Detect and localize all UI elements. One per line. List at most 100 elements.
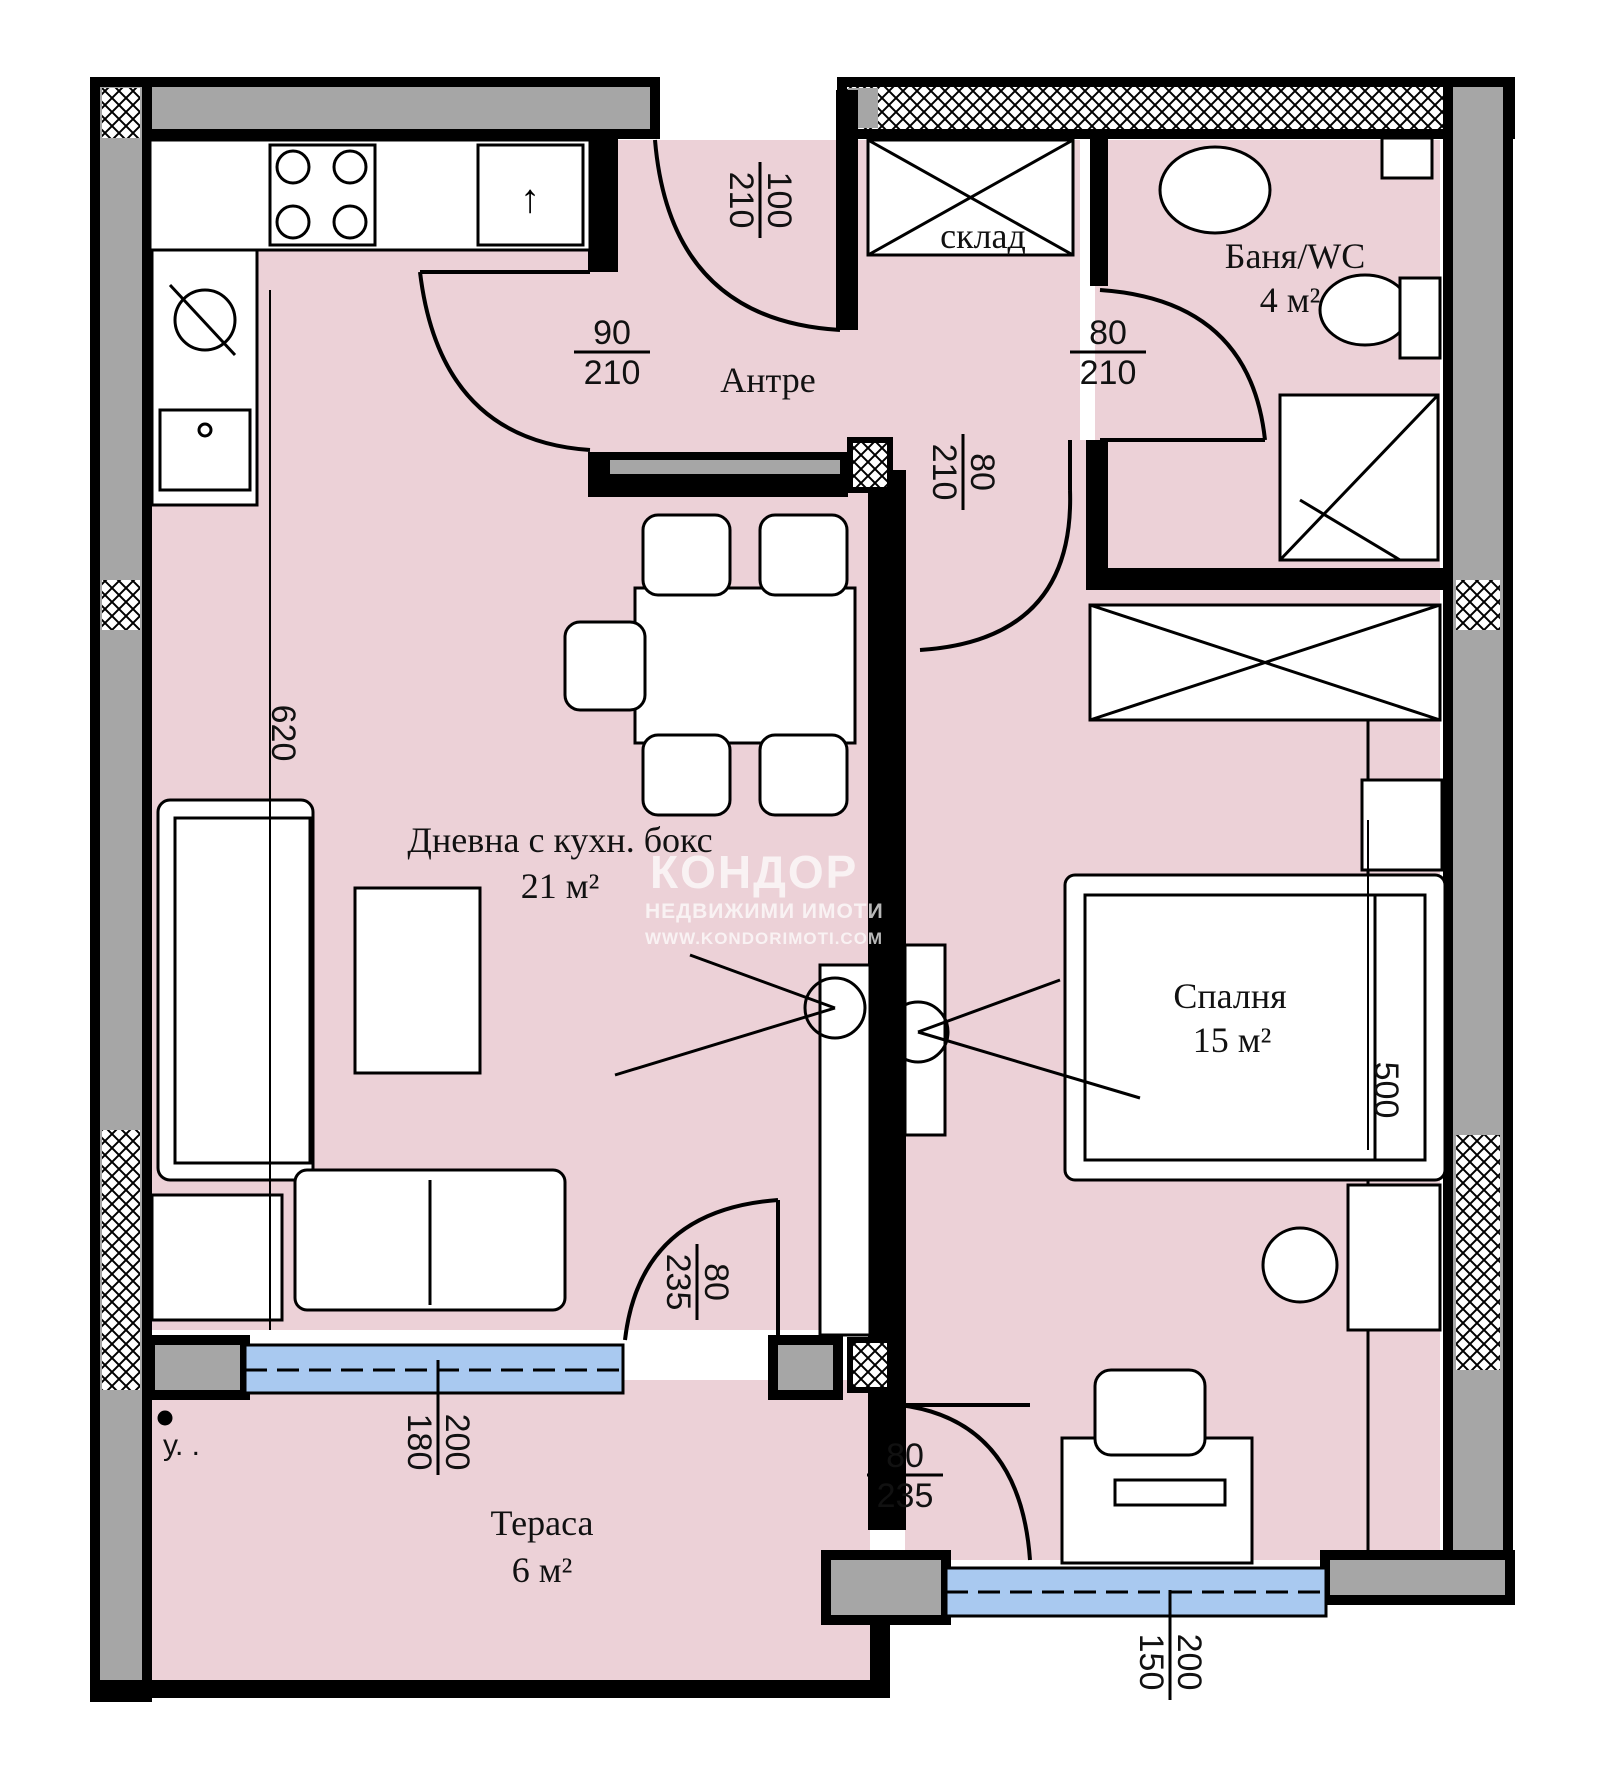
bedroom-window xyxy=(944,1566,1328,1618)
furniture: ↑ xyxy=(148,136,1447,1565)
terrace-door-bedroom-w: 80 xyxy=(886,1437,924,1475)
terrace-door-living-swing xyxy=(623,1198,779,1341)
bedroom-window-b: 150 xyxy=(1132,1634,1170,1691)
bath-bottom-wall xyxy=(1090,568,1450,590)
sofa-back xyxy=(173,816,312,1165)
wardrobe-x2 xyxy=(1089,603,1441,722)
living-room-name: Дневна с кухн. бокс xyxy=(407,820,712,860)
boiler xyxy=(1380,136,1434,180)
chair-4 xyxy=(758,733,849,817)
living-door-dimension: 90 210 xyxy=(574,314,650,392)
bedroom-window-dimension: 200 150 xyxy=(1132,1634,1208,1691)
doors xyxy=(418,139,1267,1561)
bedroom-window-left-block xyxy=(821,1550,951,1625)
living-window-b: 180 xyxy=(400,1414,438,1471)
laptop xyxy=(1113,1478,1227,1507)
terrace-door-bedroom-h: 235 xyxy=(877,1477,934,1515)
side-table-round xyxy=(1261,1226,1339,1304)
coffee-table xyxy=(353,886,482,1075)
sink-drain xyxy=(197,422,213,438)
tv-view-line-4 xyxy=(917,1030,1141,1100)
bath-door-w: 80 xyxy=(1089,314,1127,352)
dining-table xyxy=(633,586,857,745)
chair-2 xyxy=(758,513,849,597)
bedroom-window-a: 200 xyxy=(1170,1634,1208,1691)
watermark-sub: НЕДВИЖИМИ ИМОТИ xyxy=(645,900,884,923)
watermark-brand: КОНДОР xyxy=(650,846,858,898)
shower-diag-1 xyxy=(1278,393,1440,562)
fridge xyxy=(476,143,585,247)
shower-diag-2 xyxy=(1299,498,1401,562)
tv-cabinet-living xyxy=(818,963,872,1337)
hall-bottom-wall-inner xyxy=(610,460,840,474)
burner-3 xyxy=(275,204,311,240)
room-labels: Дневна с кухн. бокс 21 м² Антре склад Ба… xyxy=(407,216,1365,1590)
bath-room-name: Баня/WC xyxy=(1225,236,1365,276)
left-wall xyxy=(90,77,152,1702)
washbasin xyxy=(1158,145,1272,235)
kitchen-wall-right xyxy=(588,134,618,272)
living-door-swing xyxy=(418,271,591,452)
burner-2 xyxy=(332,149,368,185)
bedroom-door-swing xyxy=(919,489,1073,652)
living-window-a: 200 xyxy=(438,1414,476,1471)
tv-view-line-2 xyxy=(614,1006,836,1077)
terrace-room-area: 6 м² xyxy=(512,1550,573,1590)
storage-room-name: склад xyxy=(940,216,1026,256)
bedroom-door-w: 80 xyxy=(963,453,1001,491)
storage-x2 xyxy=(867,138,1074,257)
entry-door-swing xyxy=(653,139,841,332)
toilet xyxy=(1318,273,1412,347)
cabinet-left xyxy=(150,1193,284,1322)
bath-left-wall xyxy=(1086,440,1108,590)
living-window xyxy=(243,1343,625,1395)
bedroom-room-area: 15 м² xyxy=(1193,1020,1272,1060)
living-window-dimension: 200 180 xyxy=(400,1414,476,1471)
terrace-door-bedroom-dimension: 80 235 xyxy=(867,1437,943,1515)
living-door-w: 90 xyxy=(593,314,631,352)
left-wall-hatch-3 xyxy=(102,1130,140,1390)
entry-door-dimension: 100 210 xyxy=(722,162,798,238)
tv-view-line-3 xyxy=(917,978,1061,1034)
left-wall-hatch-2 xyxy=(102,580,140,630)
sink xyxy=(158,408,252,492)
fridge-arrow-icon: ↑ xyxy=(520,176,540,221)
terrace-bottom-wall xyxy=(95,1680,890,1698)
tv-icon-bedroom xyxy=(886,1000,950,1064)
desk-chair xyxy=(1093,1368,1207,1457)
bedroom-door-h: 210 xyxy=(925,444,963,501)
nightstand-bottom xyxy=(1346,1183,1442,1332)
tv-view-line-1 xyxy=(689,953,836,1010)
chair-5 xyxy=(563,620,647,712)
bath-door-dimension: 80 210 xyxy=(1070,314,1146,392)
bedroom-window-right-block xyxy=(1320,1550,1515,1605)
windows xyxy=(243,1343,1328,1700)
bath-door-h: 210 xyxy=(1080,354,1137,392)
left-wall-hatch-1 xyxy=(102,88,140,138)
tv-cabinet-bedroom xyxy=(903,943,947,1137)
chair-3 xyxy=(641,733,732,817)
entry-door-w: 100 xyxy=(760,172,798,229)
living-room-area: 21 м² xyxy=(521,866,600,906)
terrace-room-name: Тераса xyxy=(491,1503,594,1543)
drain-icon xyxy=(157,1410,173,1426)
watermark-url: WWW.KONDORIMOTI.COM xyxy=(645,929,883,948)
bedroom-length-label: 500 xyxy=(1367,1062,1405,1119)
tv-icon-living xyxy=(803,976,867,1040)
bed-pillow xyxy=(1373,893,1427,1162)
terrace-door-bedroom-swing xyxy=(899,1403,1032,1561)
burner-1 xyxy=(275,149,311,185)
bath-door-swing xyxy=(1099,288,1267,441)
terrace-door-living-dimension: 80 235 xyxy=(659,1244,735,1320)
terrace-right-wall xyxy=(870,1620,890,1698)
hall-room-name: Антре xyxy=(720,360,815,400)
bath-room-area: 4 м² xyxy=(1260,280,1321,320)
bed-sheet xyxy=(1083,893,1377,1162)
partition-wall-hatch xyxy=(847,437,893,493)
chair-1 xyxy=(641,513,732,597)
dimensions: 100 210 90 210 80 210 80 210 80 235 80 2… xyxy=(163,162,1405,1690)
living-door-h: 210 xyxy=(584,354,641,392)
toilet-tank xyxy=(1398,276,1442,360)
bedroom-room-name: Спалня xyxy=(1173,976,1286,1016)
